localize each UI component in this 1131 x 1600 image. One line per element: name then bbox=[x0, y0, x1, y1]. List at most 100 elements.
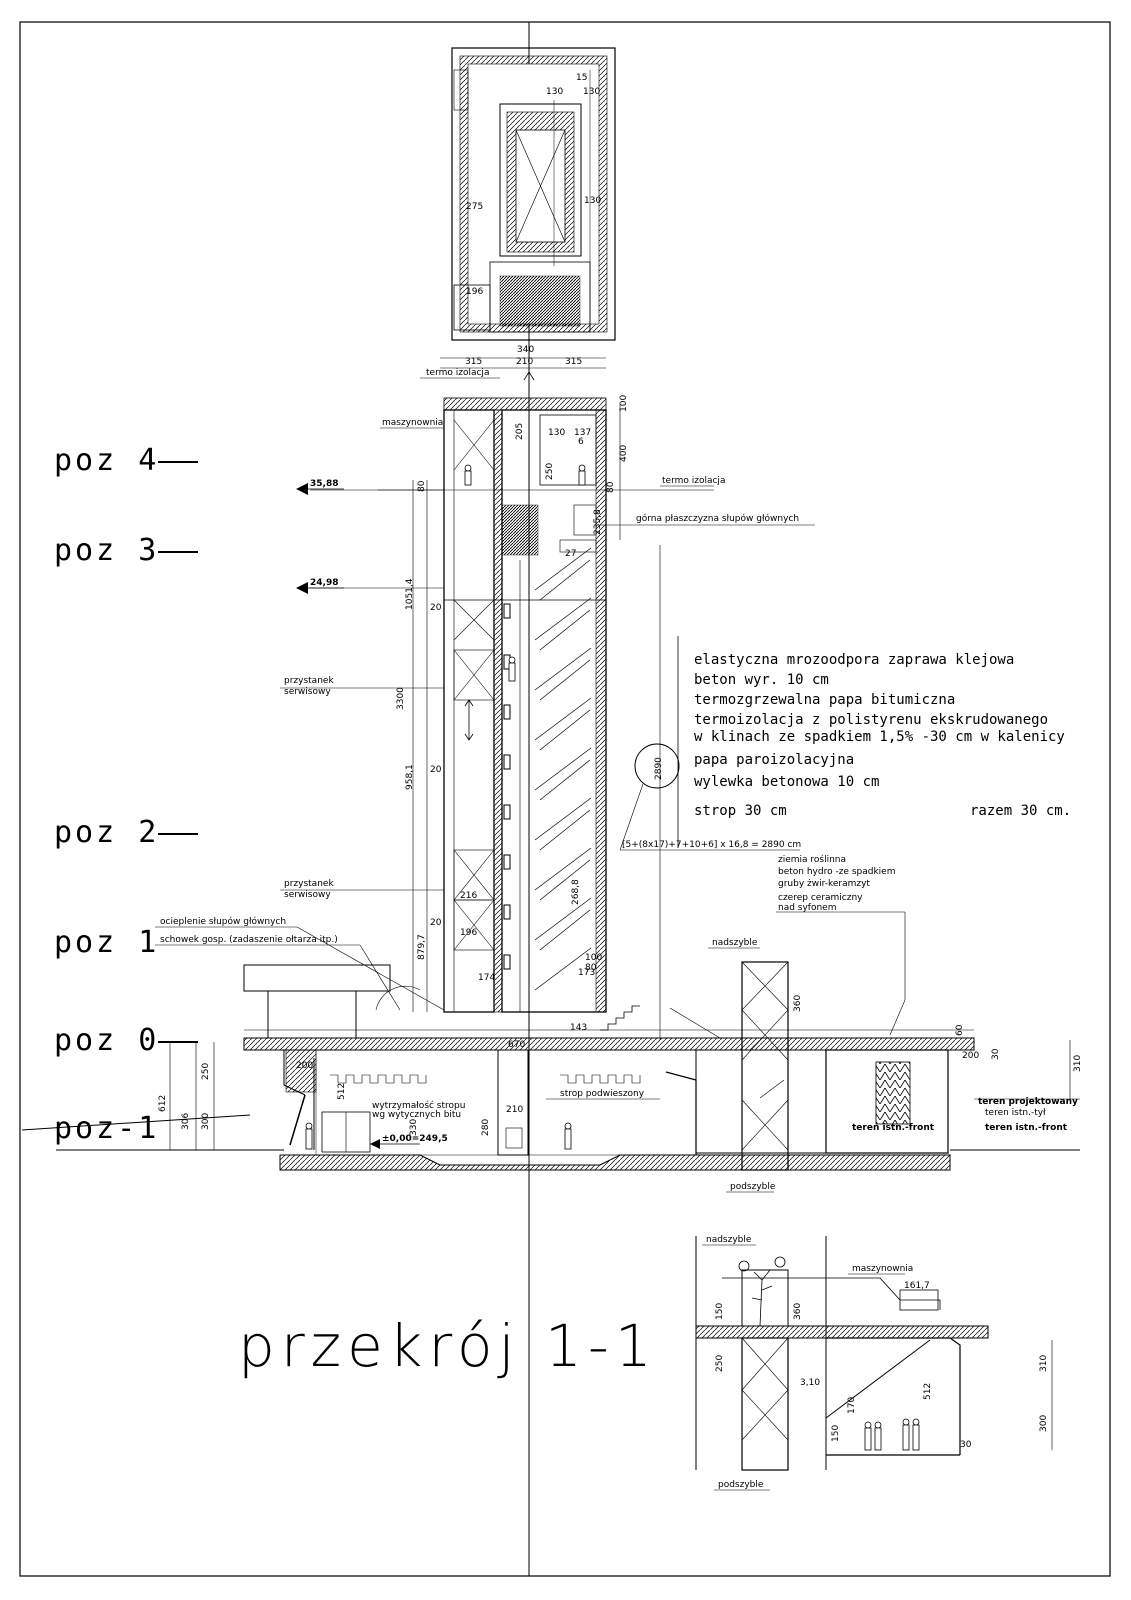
center-arrow-up bbox=[464, 371, 535, 741]
dim-268-8: 268,8 bbox=[571, 879, 581, 905]
dim-100-bottom: 100 bbox=[585, 953, 602, 963]
label-teren-front: teren istn.-front bbox=[985, 1123, 1068, 1133]
dim-100: 100 bbox=[619, 395, 629, 412]
tower-windows bbox=[503, 603, 511, 970]
dim-173: 173 bbox=[578, 968, 595, 978]
dim-3300: 3300 bbox=[396, 687, 406, 710]
detail-dim-250: 250 bbox=[715, 1355, 725, 1372]
label-ocieplenie: ocieplenie słupów głównych bbox=[160, 916, 286, 927]
dim-196: 196 bbox=[460, 928, 477, 938]
level-poz-0: poz 0 bbox=[54, 1023, 159, 1058]
dim-306: 306 bbox=[181, 1113, 191, 1130]
dim-210-base: 210 bbox=[506, 1105, 523, 1115]
dim-612: 612 bbox=[158, 1095, 168, 1112]
detail-dim-360: 360 bbox=[793, 1303, 803, 1320]
dim-205: 205 bbox=[515, 423, 525, 440]
note-gruby: gruby żwir-keramzyt bbox=[778, 879, 870, 889]
level-poz-2: poz 2 bbox=[54, 815, 159, 850]
note-ziemia: ziemia roślinna bbox=[778, 854, 846, 865]
note-layer-5: w klinach ze spadkiem 1,5% -30 cm w kale… bbox=[694, 729, 1065, 745]
level-poz-1: poz 1 bbox=[54, 925, 159, 960]
dim-174: 174 bbox=[478, 973, 495, 983]
label-schowek: schowek gosp. (zadaszenie ołtarza itp.) bbox=[160, 935, 338, 945]
kota-35-88: 35,88 bbox=[310, 479, 338, 489]
label-gorna-plaszczyzna: górna płaszczyzna słupów głównych bbox=[636, 513, 799, 524]
dim-6: 6 bbox=[578, 437, 584, 447]
dim-958-1: 958,1 bbox=[405, 764, 415, 790]
note-beton-hydro: beton hydro -ze spadkiem bbox=[778, 867, 895, 877]
detail-dim-3-10: 3,10 bbox=[800, 1378, 820, 1388]
note-layer-6: papa paroizolacyjna bbox=[694, 752, 854, 768]
detail-label-podszyble: podszyble bbox=[718, 1480, 764, 1490]
dim-130-b: 130 bbox=[583, 87, 600, 97]
dim-250: 250 bbox=[545, 463, 555, 480]
dim-130-tower: 130 bbox=[548, 428, 565, 438]
basement-section bbox=[243, 961, 975, 1171]
tower-dimension-lines bbox=[280, 357, 815, 1040]
dim-310: 310 bbox=[1073, 1055, 1083, 1072]
dim-80-left: 80 bbox=[417, 480, 427, 492]
dim-360: 360 bbox=[793, 995, 803, 1012]
dim-330: 330 bbox=[409, 1119, 419, 1136]
note-layer-4: termoizolacja z polistyrenu ekskrudowane… bbox=[694, 712, 1048, 728]
detail-dim-512: 512 bbox=[923, 1383, 933, 1400]
dim-137: 137 bbox=[574, 428, 591, 438]
dim-340: 340 bbox=[517, 345, 534, 355]
dim-143: 143 bbox=[570, 1023, 587, 1033]
dim-315-right: 315 bbox=[565, 357, 582, 367]
dim-130-c: 130 bbox=[584, 196, 601, 206]
level-poz-4: poz 4 bbox=[54, 443, 159, 478]
elevation-marker-mid: 24,98 bbox=[296, 578, 344, 594]
drawing-title: przekrój 1-1 bbox=[238, 1312, 658, 1380]
formula: [5+(8x17)+7+10+6] x 16,8 = 2890 cm bbox=[622, 840, 801, 850]
dim-130-a: 130 bbox=[546, 87, 563, 97]
tower bbox=[443, 397, 607, 1013]
dim-512: 512 bbox=[337, 1083, 347, 1100]
note-layer-8: strop 30 cm bbox=[694, 803, 787, 819]
kota-24-98: 24,98 bbox=[310, 578, 338, 588]
note-nad-syfonem: nad syfonem bbox=[778, 903, 837, 913]
label-przystanek-1: przystanek bbox=[284, 676, 334, 686]
detail-dim-150: 150 bbox=[715, 1303, 725, 1320]
kota-zero: ±0,00=249,5 bbox=[382, 1134, 448, 1144]
detail-plant-icon bbox=[738, 1256, 786, 1327]
elevation-marker-zero: ±0,00=249,5 bbox=[370, 1134, 448, 1149]
dim-20-a: 20 bbox=[430, 603, 442, 613]
dim-400: 400 bbox=[619, 445, 629, 462]
dim-200-right: 200 bbox=[962, 1051, 979, 1061]
note-layer-1: elastyczna mrozoodpora zaprawa klejowa bbox=[694, 652, 1014, 668]
dim-250-base: 250 bbox=[201, 1063, 211, 1080]
layers-notes: elastyczna mrozoodpora zaprawa klejowa b… bbox=[677, 636, 1071, 848]
dim-315-left: 315 bbox=[465, 357, 482, 367]
label-wytrzymalosc: wytrzymałość stropu bbox=[372, 1100, 465, 1111]
label-przystanek-2: przystanek bbox=[284, 879, 334, 889]
label-teren-tyl: teren istn.-tył bbox=[985, 1108, 1046, 1118]
dim-200: 200 bbox=[296, 1061, 313, 1071]
note-layer-9: razem 30 cm. bbox=[970, 803, 1071, 819]
dim-80-right: 80 bbox=[606, 481, 616, 493]
canopy bbox=[243, 964, 421, 1038]
roof-notes: ziemia roślinna beton hydro -ze spadkiem… bbox=[776, 854, 906, 1036]
detail-dim-161-7: 161,7 bbox=[904, 1281, 930, 1291]
dim-670: 670 bbox=[508, 1040, 525, 1050]
label-strop-podwieszony: strop podwieszony bbox=[560, 1089, 645, 1099]
dim-20-c: 20 bbox=[430, 918, 442, 928]
dim-216: 216 bbox=[460, 891, 477, 901]
dim-280: 280 bbox=[481, 1119, 491, 1136]
dim-27: 27 bbox=[565, 549, 576, 559]
label-serwisowy-2: serwisowy bbox=[284, 890, 331, 900]
detail-dim-30: 30 bbox=[960, 1440, 972, 1450]
label-serwisowy-1: serwisowy bbox=[284, 687, 331, 697]
level-poz-minus-1: poz-1 bbox=[54, 1111, 159, 1146]
detail-section bbox=[695, 1236, 1053, 1471]
note-layer-7: wylewka betonowa 10 cm bbox=[694, 774, 879, 790]
label-nadszyble: nadszyble bbox=[712, 938, 758, 948]
label-teren-projektowany: teren projektowany bbox=[978, 1097, 1078, 1107]
dim-1051-4: 1051,4 bbox=[405, 578, 415, 610]
dim-15: 15 bbox=[576, 73, 587, 83]
top-plan bbox=[451, 47, 616, 341]
label-teren-front-2: teren istn.-front bbox=[852, 1123, 935, 1133]
label-termo-izolacja-top: termo izolacja bbox=[426, 368, 489, 378]
circle-value: 2890 bbox=[654, 757, 664, 780]
dim-275: 275 bbox=[466, 202, 483, 212]
